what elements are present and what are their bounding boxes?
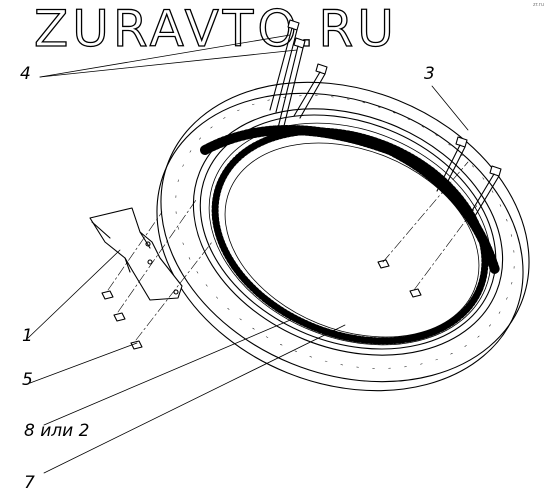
- callout-8-or-2: 8 или 2: [24, 421, 90, 441]
- bolts-4: [269, 19, 328, 131]
- slewing-ring: [156, 81, 530, 392]
- ring-outer-bottom-edge: [156, 92, 524, 392]
- bolt: [277, 37, 306, 131]
- nut: [130, 340, 143, 350]
- bolt: [469, 165, 502, 217]
- nut: [101, 290, 114, 300]
- bolts-3: [436, 136, 502, 217]
- bracket-plate: [89, 207, 183, 301]
- corner-text: zr.ru: [532, 2, 544, 8]
- gear-root-circle: [208, 122, 492, 346]
- ring-inner-edge: [192, 108, 504, 356]
- nut: [409, 288, 422, 298]
- callout-1: 1: [22, 326, 33, 346]
- bolt: [269, 19, 300, 113]
- callout-3: 3: [424, 64, 435, 84]
- gear-teeth-band: [200, 125, 500, 275]
- nut: [113, 312, 126, 322]
- nut: [377, 259, 390, 269]
- bolt: [293, 63, 328, 119]
- ring-bolt-circle: [175, 95, 515, 369]
- callout-7: 7: [24, 473, 35, 493]
- gear-tip-circle: [224, 142, 480, 338]
- ring-outer-edge: [160, 81, 530, 383]
- watermark-logo: ZURAVTO.RU: [33, 0, 398, 58]
- bolt: [436, 136, 468, 194]
- leader-lines: [27, 34, 469, 474]
- assembly-axes: [107, 161, 479, 341]
- ring-inner-lip: [199, 114, 497, 350]
- callout-5: 5: [22, 370, 33, 390]
- callout-4: 4: [20, 64, 31, 84]
